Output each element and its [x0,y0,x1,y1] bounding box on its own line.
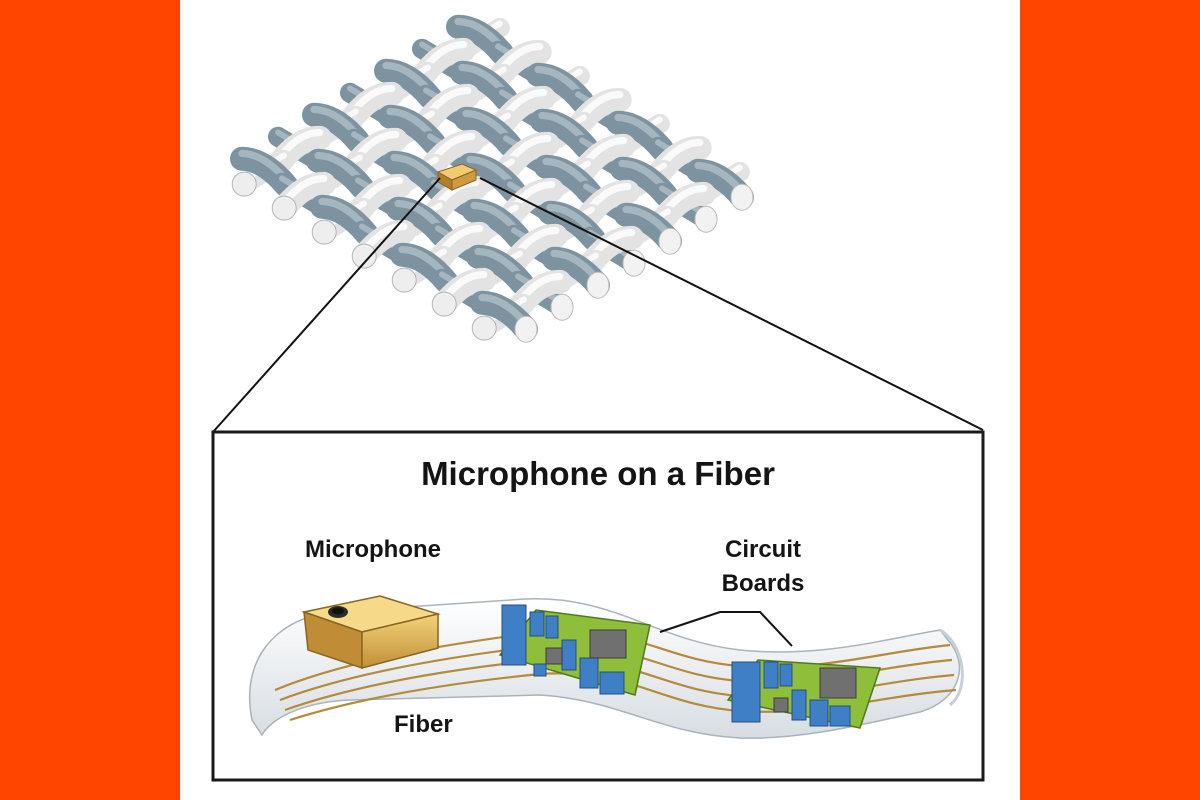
yarn-end [514,315,538,343]
microphone-package [301,595,441,670]
yarn-end [658,227,682,255]
yarn-end [311,219,337,245]
image-panel: Microphone on a Fiber Microphone Circuit… [180,0,1020,800]
yarn-end [431,291,457,317]
yarn-end [351,243,377,269]
woven-fabric [230,14,754,343]
microphone-label: Microphone [305,536,441,563]
yarn-end [271,195,297,221]
circuit-boards-label: Circuit Boards [708,533,818,601]
yarn-end [694,205,718,233]
circuit-leader-lines [659,611,793,647]
yarn-end [231,171,257,197]
diagram-title: Microphone on a Fiber [421,455,775,492]
yarn-end [550,293,574,321]
yarn-end [730,183,754,211]
fiber-label: Fiber [394,711,453,738]
yarn-end [586,271,610,299]
circuit-label-line1: Circuit [724,536,801,563]
yarn-end [622,249,646,277]
yarn-end [391,267,417,293]
circuit-board-2 [726,659,882,729]
circuit-label-line2: Boards [721,570,805,597]
fabric-microphone-chip [436,163,478,191]
yarn-end [471,315,497,341]
circuit-board-1 [498,604,651,696]
fabric-diagram [211,14,985,782]
zoom-callout-lines [212,177,984,433]
